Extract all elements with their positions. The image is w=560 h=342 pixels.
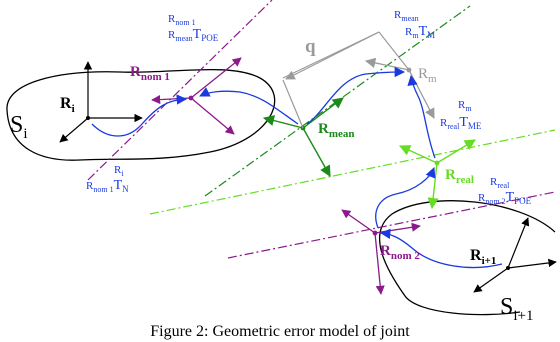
label-si: Si <box>10 112 28 142</box>
nom2-axis <box>227 191 556 259</box>
label-t-me: Rm RrealTME <box>440 99 482 131</box>
label-rreal: Rreal <box>445 167 474 186</box>
nom1-axis <box>87 0 273 181</box>
label-rmean: Rmean <box>318 121 355 140</box>
transform-arrow-poe-mean <box>199 87 299 125</box>
frame-ri-axes <box>59 61 143 143</box>
label-t-n: Ri Rnom 1TN <box>86 164 129 194</box>
frame-rmean-axes <box>262 97 344 177</box>
label-t-m: Rmean RmTM <box>394 9 435 40</box>
frame-ri-origin <box>86 116 90 120</box>
label-rnom2: Rnom 2 <box>380 243 420 262</box>
real-axis <box>149 129 556 215</box>
transform-arrow-ri1 <box>379 228 503 269</box>
svg-text:Rnom 1: Rnom 1 <box>168 13 196 27</box>
transform-arrow-poe-real <box>375 167 436 229</box>
label-rm: Rm <box>418 66 437 85</box>
label-t-poe-mean: Rnom 1 RmeanTPOE <box>168 13 219 43</box>
svg-text:Rreal: Rreal <box>490 176 510 190</box>
frame-ri1-axes <box>473 217 557 293</box>
label-si1: Si+1 <box>500 294 534 324</box>
frame-rreal-origin <box>434 160 440 166</box>
label-ri1: Ri+1 <box>470 247 496 267</box>
svg-text:Rnom 1TN: Rnom 1TN <box>86 178 129 194</box>
frame-rnom1-origin <box>188 95 194 101</box>
body-si-outline <box>6 68 276 161</box>
frame-rreal-axes <box>398 139 476 210</box>
svg-text:Rmean: Rmean <box>394 9 419 23</box>
label-t-poe-real: Rreal Rnom 2TPOE <box>478 176 532 206</box>
q-offset-construction <box>282 31 410 129</box>
svg-text:Rm: Rm <box>458 99 472 113</box>
frame-rnom2-origin <box>372 230 378 236</box>
svg-text:RmeanTPOE: RmeanTPOE <box>168 27 219 43</box>
svg-text:RmTM: RmTM <box>405 24 435 40</box>
label-ri: Ri <box>60 95 75 115</box>
svg-text:Ri: Ri <box>114 164 124 178</box>
transform-arrow-n <box>91 94 188 137</box>
label-q: q <box>305 36 316 57</box>
transform-arrow-me <box>407 74 436 159</box>
transform-arrow-m <box>306 66 406 125</box>
svg-text:RrealTME: RrealTME <box>440 115 482 131</box>
svg-text:Rnom 2TPOE: Rnom 2TPOE <box>478 190 532 206</box>
figure-caption: Figure 2: Geometric error model of joint <box>150 323 410 340</box>
label-rnom1: Rnom 1 <box>130 64 170 83</box>
mean-axis <box>204 5 471 197</box>
body-si1-outline <box>379 200 556 316</box>
frame-ri1-origin <box>506 266 510 270</box>
